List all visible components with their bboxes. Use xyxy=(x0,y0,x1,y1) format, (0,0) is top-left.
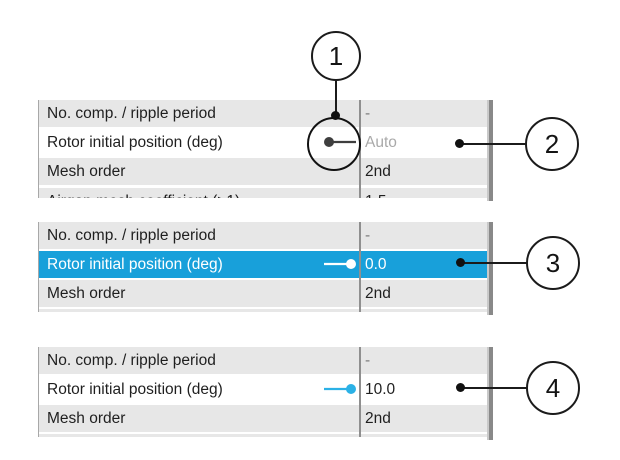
table-row-clipped xyxy=(39,309,494,312)
row-value[interactable]: Auto xyxy=(365,133,397,151)
table-right-edge-bar xyxy=(487,100,493,201)
table-row[interactable]: No. comp. / ripple period - xyxy=(39,347,487,374)
row-label: Mesh order xyxy=(47,162,126,180)
row-label: No. comp. / ripple period xyxy=(47,104,216,122)
row-value[interactable]: 2nd xyxy=(365,409,391,427)
column-divider xyxy=(359,347,361,437)
leader-dot-2 xyxy=(455,139,464,148)
leader-dot-3 xyxy=(456,258,465,267)
settings-table-state-selected: No. comp. / ripple period - Rotor initia… xyxy=(38,222,494,315)
row-label: No. comp. / ripple period xyxy=(47,226,216,244)
leader-line-2 xyxy=(460,143,526,145)
table-row-clipped xyxy=(39,434,494,437)
table-row[interactable]: Rotor initial position (deg) 10.0 xyxy=(39,376,487,403)
table-row-selected[interactable]: Rotor initial position (deg) 0.0 xyxy=(39,251,487,278)
row-label: Mesh order xyxy=(47,409,126,427)
table-row-clipped: Airgap mesh coefficient (>1) 1.5 xyxy=(39,188,494,198)
row-value[interactable]: - xyxy=(365,351,371,369)
leader-dot-1 xyxy=(331,111,340,120)
row-label: No. comp. / ripple period xyxy=(47,351,216,369)
row-label: Mesh order xyxy=(47,284,126,302)
settings-table-state-set: No. comp. / ripple period - Rotor initia… xyxy=(38,347,494,440)
leader-line-4 xyxy=(461,387,527,389)
callout-3-number: 3 xyxy=(545,247,561,278)
callout-4-badge: 4 xyxy=(526,361,580,415)
row-value[interactable]: 0.0 xyxy=(365,255,387,273)
row-value[interactable]: 10.0 xyxy=(365,380,396,398)
row-label: Airgap mesh coefficient (>1) xyxy=(39,193,351,199)
table-row[interactable]: No. comp. / ripple period - xyxy=(39,100,487,127)
row-value[interactable]: - xyxy=(365,104,371,122)
row-label: Rotor initial position (deg) xyxy=(47,255,223,273)
table-row[interactable]: Mesh order 2nd xyxy=(39,158,487,185)
table-row[interactable]: Rotor initial position (deg) Auto xyxy=(39,129,487,156)
row-value[interactable]: 2nd xyxy=(365,284,391,302)
callout-4-number: 4 xyxy=(545,372,561,403)
settings-table-state-auto: No. comp. / ripple period - Rotor initia… xyxy=(38,100,494,201)
leader-dot-4 xyxy=(456,383,465,392)
table-row[interactable]: Mesh order 2nd xyxy=(39,405,487,432)
row-value[interactable]: - xyxy=(365,226,371,244)
table-right-edge-bar xyxy=(487,347,493,440)
row-label: Rotor initial position (deg) xyxy=(47,380,223,398)
callout-2-number: 2 xyxy=(544,128,560,159)
callout-3-badge: 3 xyxy=(526,236,580,290)
callout-1-badge: 1 xyxy=(311,31,361,81)
leader-line-3 xyxy=(461,262,527,264)
leader-line-1 xyxy=(335,81,337,113)
table-right-edge-bar xyxy=(487,222,493,315)
slider-knob-right-icon[interactable] xyxy=(322,258,358,270)
callout-2-badge: 2 xyxy=(525,117,579,171)
row-value: 1.5 xyxy=(365,193,387,199)
callout-1-number: 1 xyxy=(328,40,344,71)
column-divider xyxy=(359,222,361,312)
row-label: Rotor initial position (deg) xyxy=(47,133,223,151)
table-row[interactable]: No. comp. / ripple period - xyxy=(39,222,487,249)
slider-knob-right-icon[interactable] xyxy=(322,383,358,395)
table-row[interactable]: Mesh order 2nd xyxy=(39,280,487,307)
row-value[interactable]: 2nd xyxy=(365,162,391,180)
highlight-circle-annotation xyxy=(307,117,361,171)
